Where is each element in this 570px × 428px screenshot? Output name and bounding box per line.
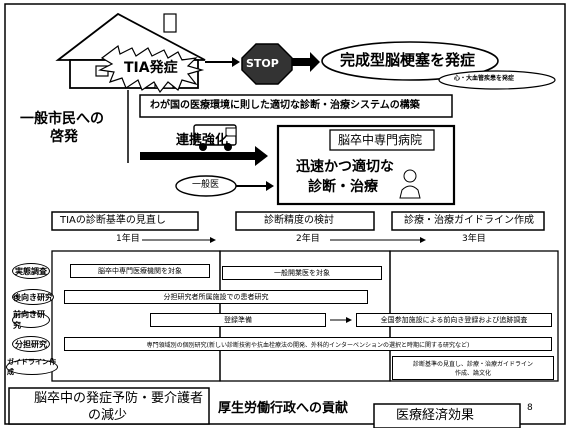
- cardio-label: 心・大血管疾患を発症: [454, 75, 515, 82]
- bar-prosp-registry: 全国参加施設による前向き登録および追跡調査: [356, 313, 552, 327]
- year-1: 1年目: [116, 234, 140, 244]
- bar-retro: 分担研究者所属施設での患者研究: [64, 290, 368, 304]
- system-box: [139, 94, 453, 118]
- bar-guideline: 診断基準の見直し、診療・治療ガイドライン作成、論文化: [392, 356, 554, 380]
- cooperation-label: 連携強化: [176, 133, 229, 148]
- economic-label: 医療経済効果: [396, 408, 475, 423]
- hospital-label: 脳卒中専門病院: [338, 133, 423, 147]
- slide-frame: [4, 3, 566, 425]
- row-label-prosp: 前向き研究: [12, 310, 50, 330]
- block-arrow: [292, 52, 320, 72]
- hospital-label-box: [329, 129, 435, 151]
- bar-survey-gp: 一般開業医を対象: [222, 266, 382, 280]
- prompt-care-line1: 迅速かつ適切な: [296, 159, 394, 175]
- ambulance-wheel: [199, 143, 207, 151]
- year-3: 3年目: [462, 234, 486, 244]
- complete-stroke-label: 完成型脳梗塞を発症: [340, 51, 476, 69]
- stop-sign: [241, 43, 293, 85]
- system-build-label: わが国の医療環境に則した適切な診断・治療システムの構築: [150, 100, 420, 111]
- row-label-guideline: ガイドライン作成: [6, 358, 58, 376]
- goal-accuracy: 診断精度の検討: [264, 215, 334, 226]
- arrow-head: [232, 57, 240, 67]
- goal-guideline: 診療・治療ガイドライン作成: [404, 215, 534, 226]
- row-label-share: 分担研究: [12, 336, 50, 352]
- bar-survey-specialist: 脳卒中専門医療機関を対象: [70, 264, 210, 278]
- bar-share: 専門領域別の個別研究(新しい診断技術や抗血栓療法の開発、外科的インターベンション…: [64, 337, 552, 351]
- ambulance-wheel: [224, 143, 232, 151]
- gp-label: 一般医: [192, 180, 220, 190]
- bar-prosp-prep: 登録準備: [150, 313, 326, 327]
- ambulance-window: [225, 127, 237, 137]
- goal-box: [235, 211, 375, 231]
- row-label-retro: 後向き研究: [12, 289, 54, 305]
- prompt-care-line2: 診断・治療: [308, 179, 378, 195]
- tia-onset-label: TIA発症: [124, 60, 178, 76]
- goal-criteria: TIAの診断基準の見直し: [60, 215, 166, 226]
- cooperation-arrow: [140, 146, 268, 166]
- prevention-line1: 脳卒中の発症予防・要介護者: [34, 391, 204, 406]
- house-chimney: [163, 13, 177, 33]
- stop-label: STOP: [246, 57, 279, 70]
- page-number: 8: [527, 403, 533, 413]
- cardio-oval: [438, 70, 556, 90]
- year-2: 2年目: [296, 234, 320, 244]
- row-label-survey: 実態調査: [12, 263, 50, 279]
- public-edu-line1: 一般市民への: [20, 111, 104, 127]
- public-edu-line2: 啓発: [50, 129, 78, 145]
- contribution-label: 厚生労働行政への貢献: [218, 401, 349, 416]
- goal-box: [51, 211, 199, 231]
- stroke-oval: [321, 41, 499, 81]
- prevention-line2: の減少: [88, 408, 128, 423]
- tia-burst: [98, 44, 205, 94]
- goal-box: [391, 211, 545, 231]
